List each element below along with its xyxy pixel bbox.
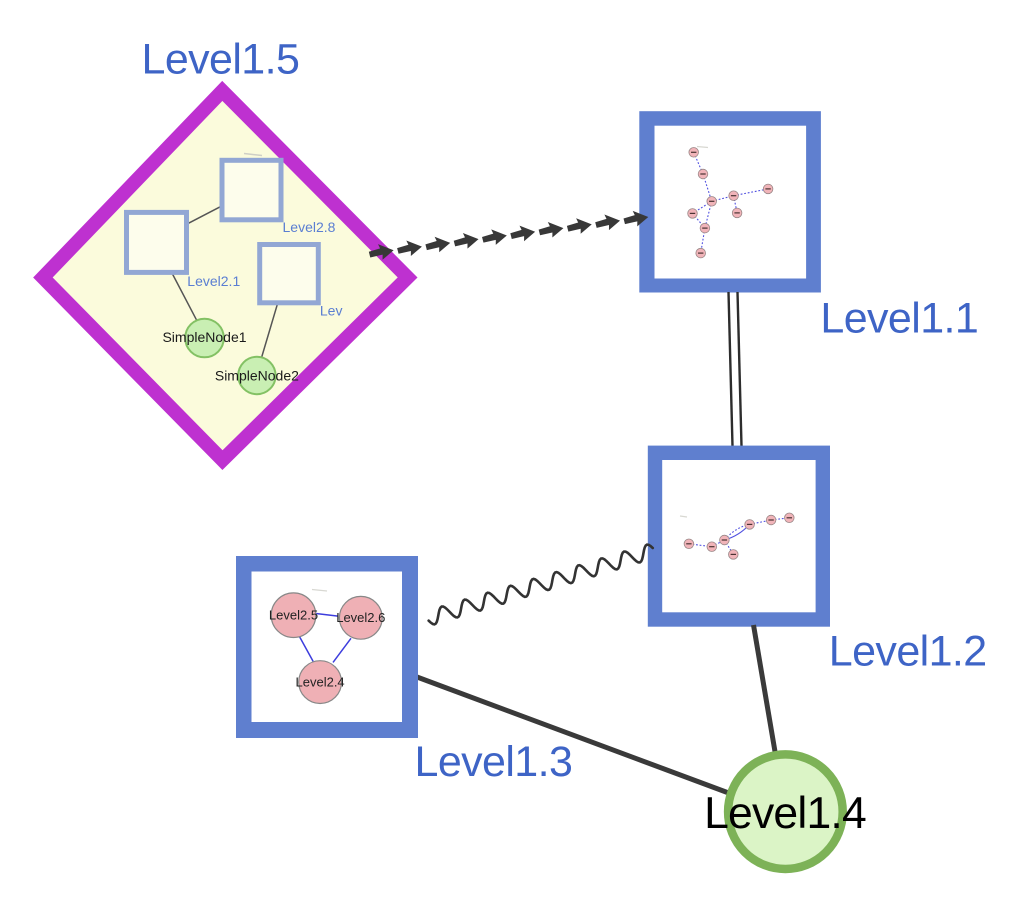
svg-text:Level2.4: Level2.4 xyxy=(296,675,345,690)
svg-text:Level1.4: Level1.4 xyxy=(704,789,866,838)
svg-text:Level1.2: Level1.2 xyxy=(829,628,987,676)
svg-text:Level1.1: Level1.1 xyxy=(820,295,978,343)
svg-text:Level1.5: Level1.5 xyxy=(142,36,300,84)
svg-text:Level2.8: Level2.8 xyxy=(283,219,336,235)
svg-text:Level2.1: Level2.1 xyxy=(187,273,240,289)
svg-text:SimpleNode1: SimpleNode1 xyxy=(162,329,246,345)
svg-text:Level2.5: Level2.5 xyxy=(269,608,318,623)
svg-text:Level2.6: Level2.6 xyxy=(336,610,385,625)
svg-text:Level1.3: Level1.3 xyxy=(415,738,573,786)
svg-text:Lev: Lev xyxy=(320,303,343,319)
svg-text:SimpleNode2: SimpleNode2 xyxy=(215,368,299,384)
